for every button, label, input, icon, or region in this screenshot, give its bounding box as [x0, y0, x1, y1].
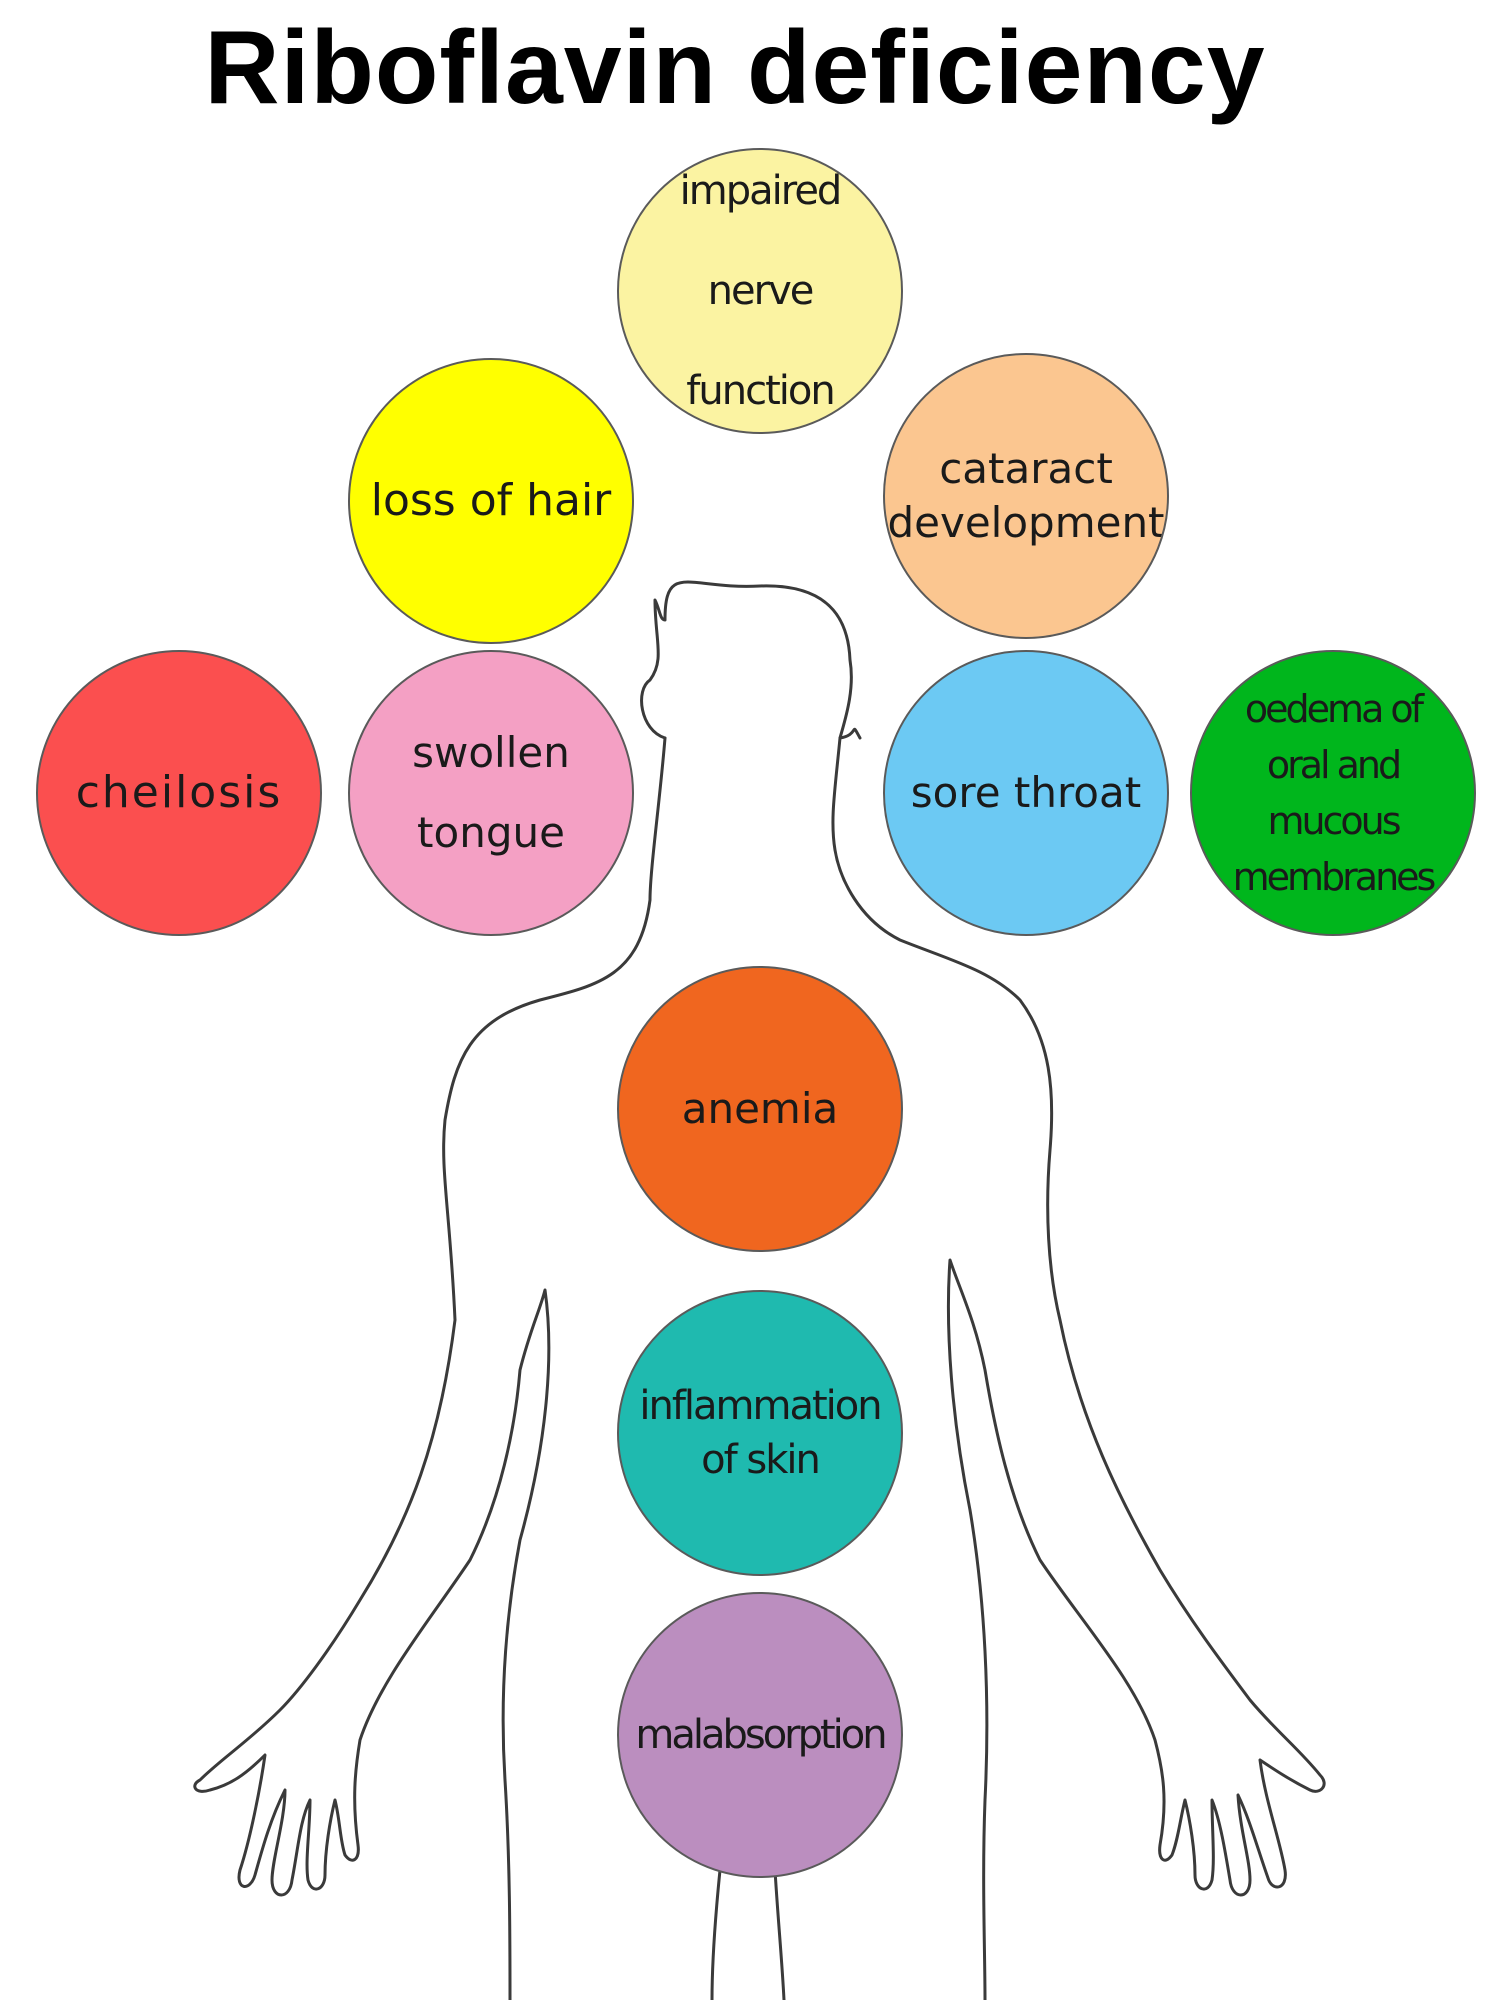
symptom-label-line: membranes [1232, 855, 1437, 899]
symptom-label-line: tongue [417, 808, 565, 857]
symptom-malabsorption: malabsorption [617, 1592, 903, 1878]
symptom-loss-of-hair: loss of hair [348, 358, 634, 644]
symptom-label-line: development [887, 498, 1165, 547]
symptom-label-line: impaired nerve [679, 168, 843, 314]
symptom-label: malabsorption [635, 1712, 887, 1758]
symptom-label-line: oral and mucous [1266, 743, 1402, 843]
page-title: Riboflavin deficiency [204, 10, 1266, 126]
symptom-cheilosis: cheilosis [36, 650, 322, 936]
body-inner-leg-outline [710, 1868, 722, 2000]
symptom-label-line: inflammation [639, 1383, 882, 1429]
body-left-outline [193, 736, 667, 2000]
symptom-cataract-development: cataract development [883, 353, 1169, 639]
symptom-label: cheilosis [75, 767, 283, 818]
symptom-inflammation-of-skin: inflammation of skin [617, 1290, 903, 1576]
symptom-label-line: cataract [939, 444, 1113, 493]
symptom-label: cataract development [885, 442, 1167, 550]
symptom-impaired-nerve-function: impaired nerve function [617, 148, 903, 434]
symptom-swollen-tongue: swollen tongue [348, 650, 634, 936]
symptom-label-line: function [686, 368, 835, 414]
body-head-outline [640, 580, 862, 740]
symptom-anemia: anemia [617, 966, 903, 1252]
symptom-label: impaired nerve function [619, 150, 901, 432]
symptom-label: sore throat [910, 768, 1142, 817]
symptom-sore-throat: sore throat [883, 650, 1169, 936]
symptom-label: oedema of oral and mucous membranes [1192, 681, 1474, 905]
symptom-oedema-membranes: oedema of oral and mucous membranes [1190, 650, 1476, 936]
body-right-outline [831, 736, 1326, 2000]
symptom-label-line: of skin [701, 1437, 821, 1483]
symptom-label: swollen tongue [406, 713, 576, 873]
body-inner-leg-outline-right [773, 1868, 786, 2000]
symptom-label: loss of hair [370, 475, 612, 526]
symptom-label: inflammation of skin [633, 1379, 886, 1487]
symptom-label: anemia [681, 1084, 839, 1133]
symptom-label-line: swollen [412, 728, 570, 777]
symptom-label-line: oedema of [1244, 687, 1424, 731]
